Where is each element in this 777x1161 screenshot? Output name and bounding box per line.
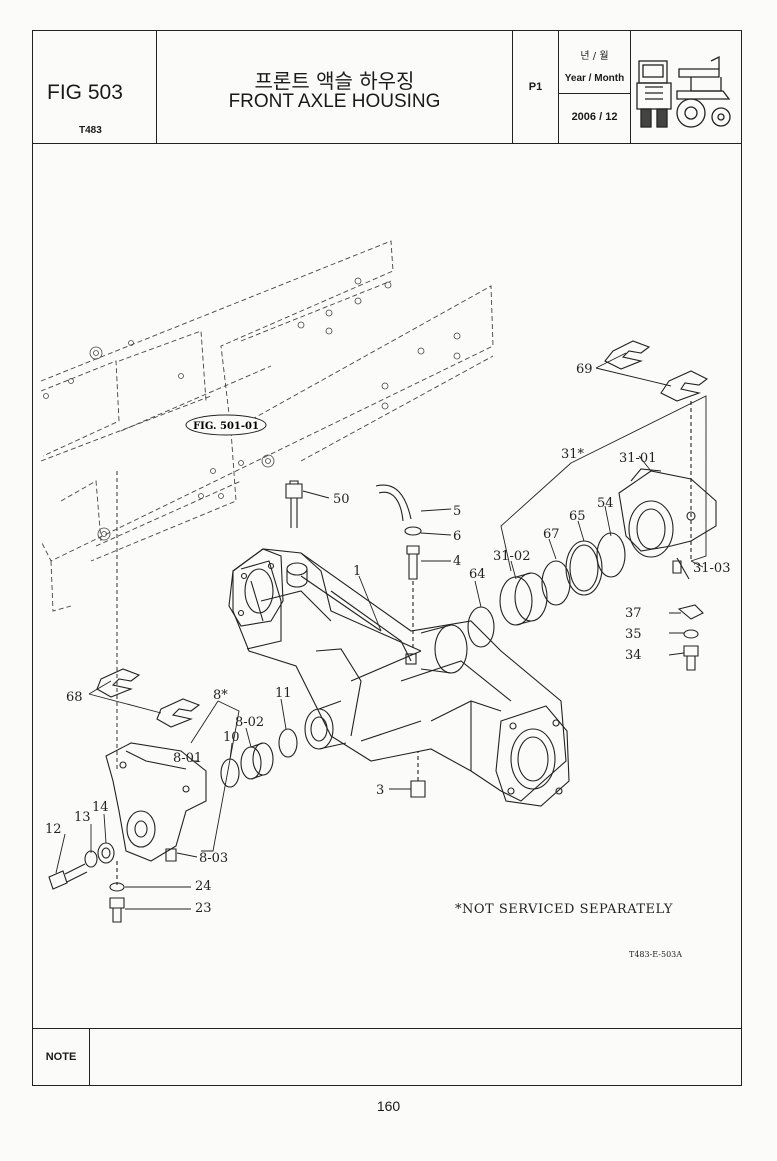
callout-31: 31* xyxy=(561,447,585,462)
callout-31-03: 31-03 xyxy=(693,561,730,576)
callout-5: 5 xyxy=(453,504,461,519)
drain-plug-part-3 xyxy=(389,751,426,798)
callout-64: 64 xyxy=(469,567,486,582)
callout-67: 67 xyxy=(543,527,560,542)
breather-hose-part-5 xyxy=(375,484,452,522)
date-divider xyxy=(559,93,630,94)
callout-12: 12 xyxy=(45,822,62,837)
callout-8-03: 8-03 xyxy=(199,851,228,866)
tractor-logo-cell xyxy=(631,31,741,143)
shims-part-68 xyxy=(96,471,201,771)
callout-10: 10 xyxy=(223,730,240,745)
o-ring-part-64 xyxy=(467,606,495,648)
callout-8-02: 8-02 xyxy=(235,715,264,730)
callout-54: 54 xyxy=(597,496,614,511)
note-label: NOTE xyxy=(33,1029,90,1085)
drawing-code: T483-E-503A xyxy=(629,950,682,959)
hose-clamp-part-6 xyxy=(404,526,452,536)
callout-1: 1 xyxy=(353,564,361,579)
frame-holes xyxy=(43,277,461,541)
frame-outline xyxy=(40,240,494,612)
right-flange xyxy=(495,705,570,807)
callout-31-02: 31-02 xyxy=(493,549,530,564)
callout-4: 4 xyxy=(453,554,461,569)
date-cell: 년 / 월 Year / Month 2006 / 12 xyxy=(559,31,631,143)
lower-bolt-stack xyxy=(109,861,125,923)
fig-cell: FIG 503 T483 xyxy=(33,31,157,143)
footnote: *NOT SERVICED SEPARATELY xyxy=(455,902,673,917)
left-flange xyxy=(228,548,284,627)
rear-support-part-31-01 xyxy=(618,468,717,558)
callout-65: 65 xyxy=(569,509,586,524)
exploded-parts-diagram: FIG. 501-01 xyxy=(40,240,730,959)
page-frame: FIG 503 T483 프론트 액슬 하우징 FRONT AXLE HOUSI… xyxy=(32,30,742,1086)
fig-number: FIG 503 xyxy=(47,81,123,104)
callout-69: 69 xyxy=(576,362,593,377)
callout-35: 35 xyxy=(625,627,642,642)
page-code-cell: P1 xyxy=(513,31,559,143)
date-label: Year / Month xyxy=(564,73,625,84)
page-code: P1 xyxy=(528,81,543,93)
right-bolt-stack xyxy=(672,557,704,671)
svg-text:FIG. 501-01: FIG. 501-01 xyxy=(193,421,259,432)
tractor-icon xyxy=(636,55,731,128)
title-cell: 프론트 액슬 하우징 FRONT AXLE HOUSING xyxy=(157,31,513,143)
callout-50: 50 xyxy=(333,492,350,507)
axle-housing xyxy=(232,548,567,802)
note-row: NOTE xyxy=(33,1028,741,1085)
callout-14: 14 xyxy=(92,800,109,815)
pivot-tube xyxy=(304,624,468,750)
callout-31-01: 31-01 xyxy=(619,451,656,466)
dipstick-part-50 xyxy=(285,480,330,528)
date-label-korean: 년 / 월 xyxy=(580,51,609,62)
callout-11: 11 xyxy=(275,686,292,701)
callout-34: 34 xyxy=(625,648,642,663)
callout-3: 3 xyxy=(376,783,384,798)
page-number: 160 xyxy=(376,1098,401,1114)
callout-6: 6 xyxy=(453,529,461,544)
callout-37: 37 xyxy=(625,606,642,621)
callout-68: 68 xyxy=(66,690,83,705)
callout-23: 23 xyxy=(195,901,212,916)
bushing-part-8-02 xyxy=(240,742,274,780)
rings-parts-54-65-67 xyxy=(541,532,626,606)
o-ring-part-11 xyxy=(278,728,298,758)
callout-24: 24 xyxy=(195,879,212,894)
callout-labels: 69 31* 31-01 50 5 6 4 54 65 67 31-02 64 … xyxy=(45,362,730,916)
front-support-part-8-01 xyxy=(105,742,207,862)
o-ring-part-10 xyxy=(220,758,240,788)
shims-part-69 xyxy=(604,340,709,561)
model-code: T483 xyxy=(79,125,102,136)
leader-lines xyxy=(55,352,707,910)
header-block: FIG 503 T483 프론트 액슬 하우징 FRONT AXLE HOUSI… xyxy=(33,31,741,144)
callout-13: 13 xyxy=(74,810,91,825)
breather-fitting-part-4 xyxy=(406,545,451,651)
bushing-part-31-02 xyxy=(499,572,548,626)
left-bolt-stack xyxy=(48,842,177,890)
date-value: 2006 / 12 xyxy=(571,111,618,123)
fill-plug-boss xyxy=(286,562,308,588)
fig-reference-label: FIG. 501-01 xyxy=(185,414,267,436)
title-english: FRONT AXLE HOUSING xyxy=(228,91,441,112)
title-korean: 프론트 액슬 하우징 xyxy=(254,69,415,93)
callout-8-01: 8-01 xyxy=(173,751,202,766)
callout-8: 8* xyxy=(213,688,228,703)
